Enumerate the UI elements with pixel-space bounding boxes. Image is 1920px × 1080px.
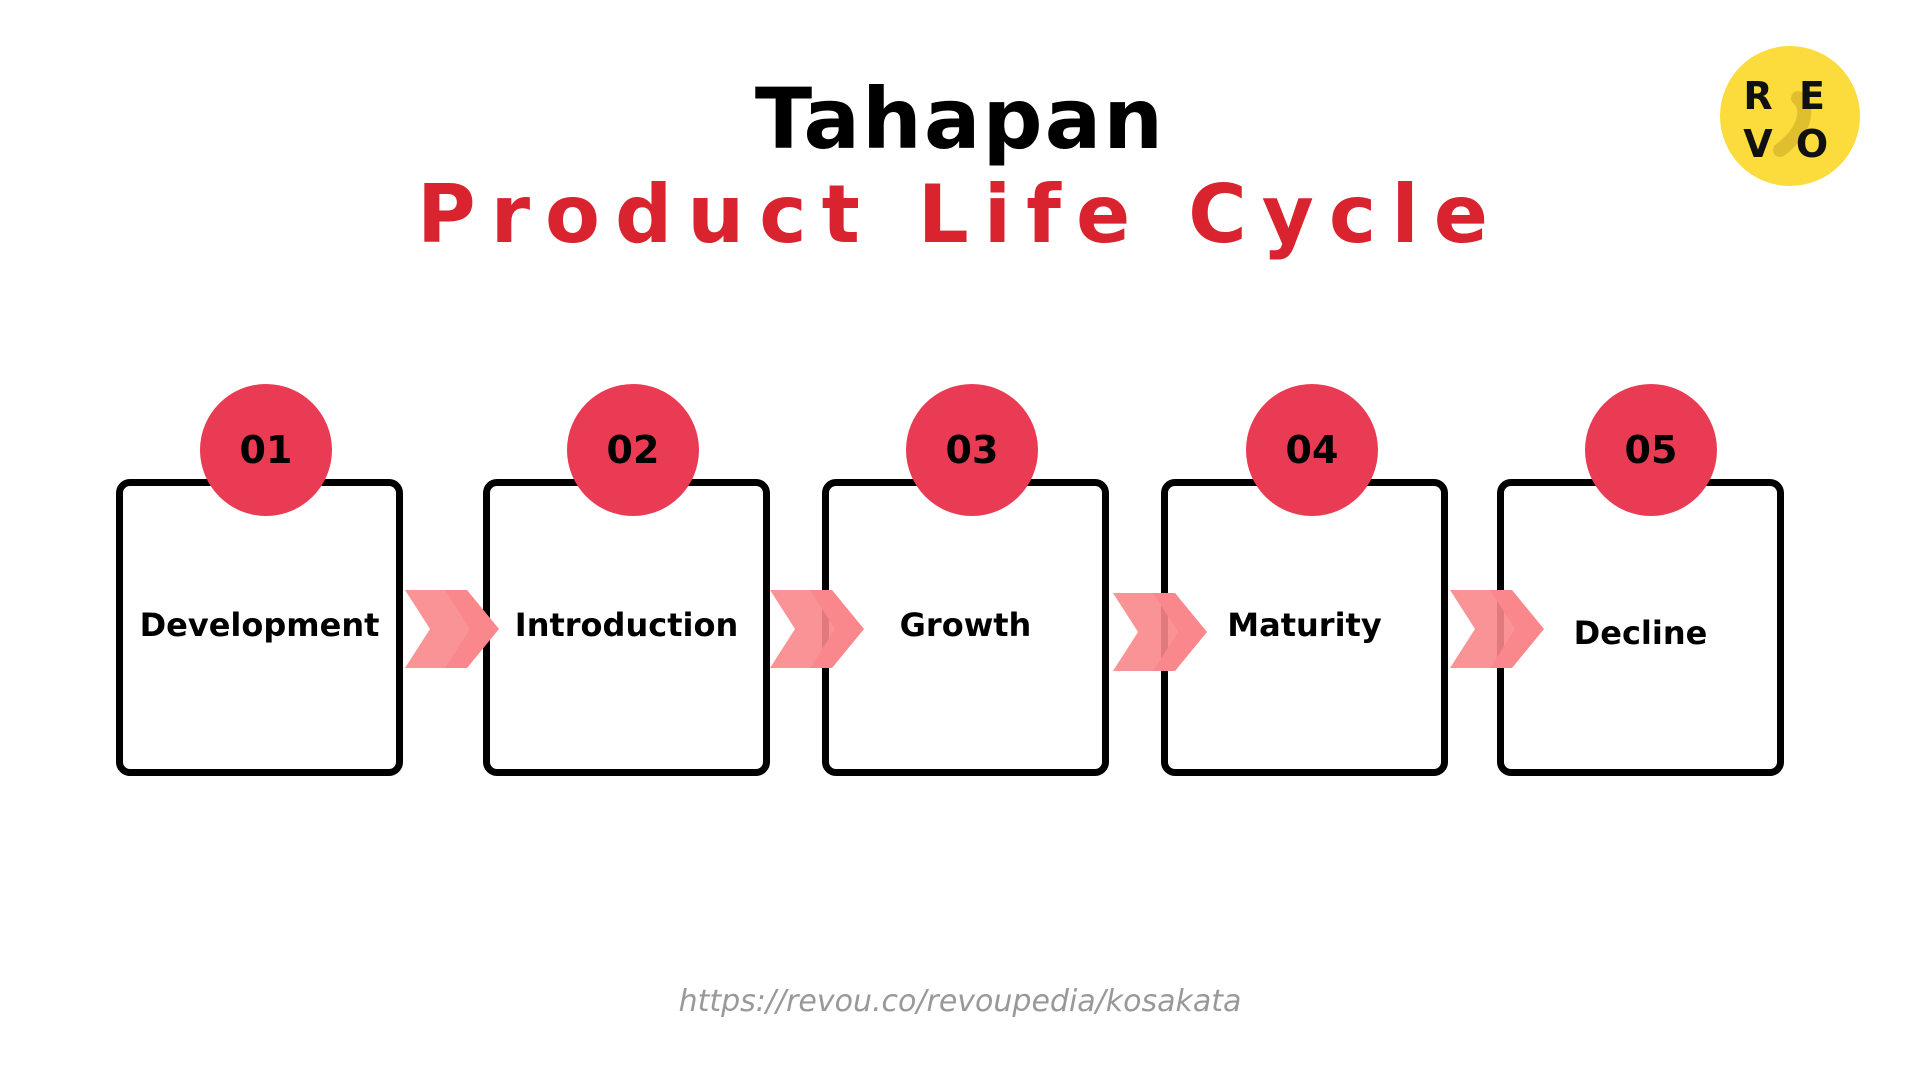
title-product-life-cycle: Product Life Cycle — [416, 168, 1504, 261]
stage-label: Growth — [899, 606, 1032, 644]
chevron-arrow-icon — [770, 590, 864, 668]
stage-label: Introduction — [514, 606, 739, 644]
stage-label: Maturity — [1227, 606, 1382, 644]
stage-number-badge: 01 — [200, 384, 332, 516]
stage-label: Development — [139, 606, 380, 644]
logo-letter-o: O — [1795, 122, 1829, 166]
revou-logo: R E V O — [1720, 46, 1860, 186]
stage-box-growth: Growth — [822, 479, 1109, 776]
logo-letter-e: E — [1799, 74, 1825, 118]
logo-letter-r: R — [1743, 74, 1773, 118]
stage-box-introduction: Introduction — [483, 479, 770, 776]
stage-box-development: Development — [116, 479, 403, 776]
chevron-arrow-icon — [405, 590, 499, 668]
stage-number-badge: 05 — [1585, 384, 1717, 516]
stage-label: Decline — [1573, 614, 1708, 652]
stage-number-badge: 02 — [567, 384, 699, 516]
source-url: https://revou.co/revoupedia/kosakata — [678, 984, 1242, 1019]
chevron-arrow-icon — [1450, 590, 1544, 668]
stage-number-badge: 04 — [1246, 384, 1378, 516]
title-tahapan: Tahapan — [754, 70, 1166, 168]
stage-number-badge: 03 — [906, 384, 1038, 516]
logo-letter-v: V — [1743, 122, 1773, 166]
logo-swoosh-icon — [1773, 91, 1812, 157]
chevron-arrow-icon — [1113, 593, 1207, 671]
